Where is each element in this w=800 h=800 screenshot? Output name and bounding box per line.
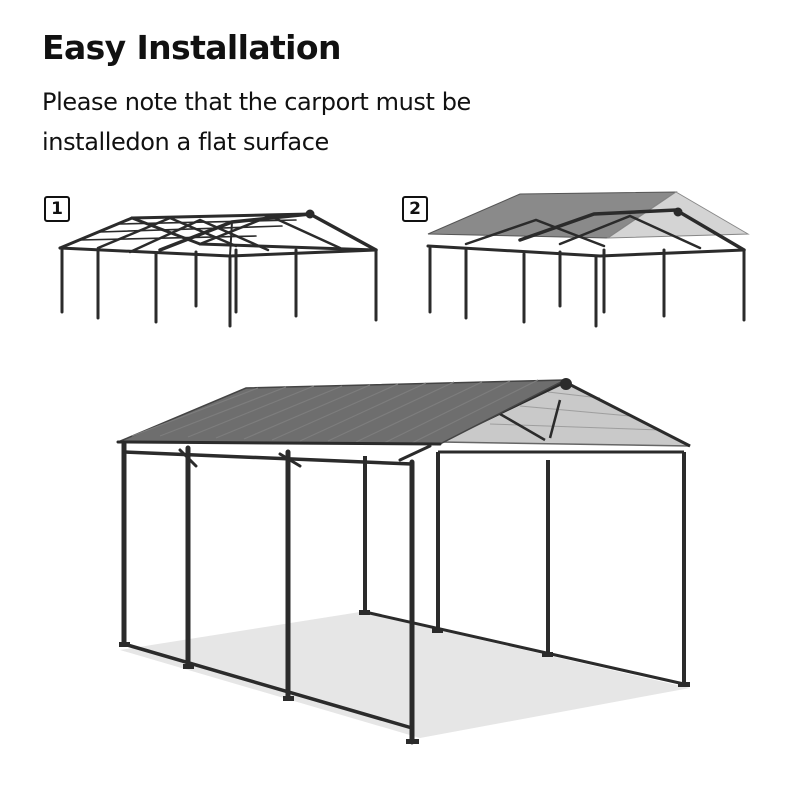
carport-frame-icon: [58, 209, 378, 328]
step-1-badge: 1: [44, 196, 70, 222]
carport-frame-with-roof-icon: [426, 191, 750, 328]
step-2-badge: 2: [402, 196, 428, 222]
page-title: Easy Installation: [42, 28, 341, 67]
assembled-carport-illustration: [116, 378, 691, 745]
installation-note: Please note that the carport must be ins…: [42, 88, 471, 156]
